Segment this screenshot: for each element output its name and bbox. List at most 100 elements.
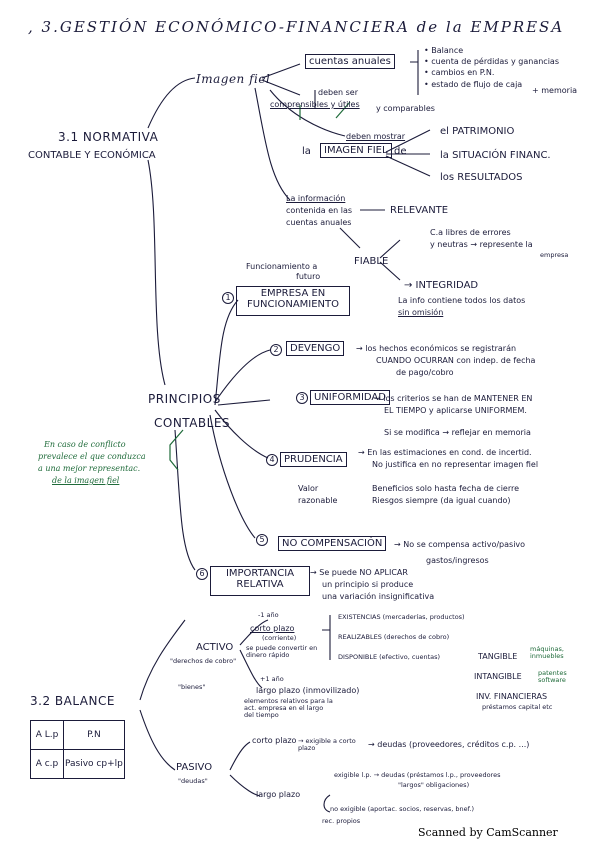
deudas-cp: → deudas (proveedores, créditos c.p. ...… — [368, 740, 530, 749]
scanner-watermark: Scanned by CamScanner — [418, 826, 558, 839]
tangible-label: TANGIBLE — [478, 652, 518, 661]
pasivo-sub: "deudas" — [178, 777, 208, 785]
p4-valor-2: razonable — [298, 496, 338, 505]
corriente-label: (corriente) — [262, 634, 297, 642]
p5-box: NO COMPENSACIÓN — [278, 536, 387, 551]
cell-pn: P.N — [63, 720, 125, 750]
la-label: la — [302, 146, 311, 157]
exigible-lp-2: "largos" obligaciones) — [398, 781, 470, 789]
cuentas-anuales-box: cuentas anuales — [305, 54, 395, 69]
no-exigible: no exigible (aportac. socios, reservas, … — [330, 805, 474, 813]
fiable-neutras: y neutras → represente la — [430, 240, 533, 249]
disponible: DISPONIBLE (efectivo, cuentas) — [338, 653, 441, 661]
corto-plazo-activo: corto plazo — [250, 624, 295, 633]
result-situacion: la SITUACIÓN FINANC. — [440, 150, 551, 161]
fiable-empresa: empresa — [540, 251, 569, 259]
p3-desc-2: EL TIEMPO y aplicarse UNIFORMEM. — [384, 406, 527, 415]
cuentas-item-4: • estado de flujo de caja — [424, 80, 523, 89]
cell-a-cp: A c.p — [30, 749, 64, 779]
deben-mostrar: deben mostrar — [346, 132, 406, 141]
fiable-label: FIABLE — [354, 256, 389, 267]
p2-desc-2: CUANDO OCURRAN con indep. de fecha — [376, 356, 536, 365]
p2-desc-1: → los hechos económicos se registrarán — [356, 344, 517, 353]
p4-valor-1: Valor — [298, 484, 319, 493]
conflicto-3: a una mejor representac. — [38, 464, 141, 473]
p1-note: Funcionamiento a — [246, 262, 318, 271]
p6-number: 6 — [196, 568, 208, 580]
p4-ben-2: Riesgos siempre (da igual cuando) — [372, 496, 511, 505]
p6-desc-1: → Se puede NO APLICAR — [310, 568, 408, 577]
info-line-1: La información — [286, 194, 346, 203]
imagen-fiel-box: IMAGEN FIEL — [320, 143, 392, 158]
inv-sub: préstamos capital etc — [482, 703, 553, 711]
p1-note-2: futuro — [296, 272, 321, 281]
corto-plazo-pasivo: corto plazo — [252, 736, 297, 745]
p2-number: 2 — [270, 344, 282, 356]
realizables: REALIZABLES (derechos de cobro) — [338, 633, 450, 641]
cuentas-item-2: • cuenta de pérdidas y ganancias — [424, 57, 559, 66]
p3-desc-3: Si se modifica → reflejar en memoria — [384, 428, 531, 437]
intangible-label: INTANGIBLE — [474, 672, 522, 681]
p5-desc-1: → No se compensa activo/pasivo — [394, 540, 526, 549]
tangible-note: máquinas, inmuebles — [530, 645, 564, 660]
p3-box: UNIFORMIDAD — [310, 390, 390, 405]
sin-omision: sin omisión — [398, 308, 444, 317]
intangible-note: patentes software — [538, 669, 567, 684]
result-patrimonio: el PATRIMONIO — [440, 126, 515, 137]
section-3-1-title: 3.1 NORMATIVA — [58, 130, 159, 144]
p4-number: 4 — [266, 454, 278, 466]
contables-label: CONTABLES — [154, 416, 231, 430]
section-3-1-subtitle: CONTABLE Y ECONÓMICA — [28, 150, 156, 161]
integridad-label: → INTEGRIDAD — [404, 280, 479, 291]
largo-plazo-activo: largo plazo (inmovilizado) — [256, 686, 360, 695]
balance-title: 3.2 BALANCE — [30, 694, 115, 708]
info-line-2: contenida en las — [286, 206, 353, 215]
rec-propios: rec. propios — [322, 817, 361, 825]
imagen-fiel-label: Imagen fiel — [196, 72, 271, 86]
result-resultados: los RESULTADOS — [440, 172, 523, 183]
menos-1-ano: -1 año — [258, 611, 279, 619]
p4-ben-1: Beneficios solo hasta fecha de cierre — [372, 484, 520, 493]
p6-label-2: RELATIVA — [236, 579, 284, 590]
page-title: , 3.GESTIÓN ECONÓMICO-FINANCIERA de la E… — [28, 18, 565, 36]
comparables: y comparables — [376, 104, 435, 113]
cuentas-item-1: • Balance — [424, 46, 464, 55]
p1-label-1: EMPRESA EN — [260, 288, 326, 299]
p4-desc-2: No justifica en no representar imagen fi… — [372, 460, 539, 469]
bienes-label: "bienes" — [178, 683, 206, 691]
inv-financieras: INV. FINANCIERAS — [476, 692, 548, 701]
conflicto-1: En caso de conflicto — [44, 440, 126, 449]
p3-number: 3 — [296, 392, 308, 404]
exigible-lp: exigible l.p. → deudas (préstamos l.p., … — [334, 771, 501, 779]
de-label: de — [394, 146, 407, 157]
conflicto-2: prevalece el que conduzca — [38, 452, 146, 461]
p1-number: 1 — [222, 292, 234, 304]
principios-label: PRINCIPIOS — [148, 392, 221, 406]
activo-label: ACTIVO — [196, 642, 234, 653]
p6-desc-2: un principio si produce — [322, 580, 414, 589]
p5-desc-2: gastos/ingresos — [426, 556, 489, 565]
info-line-3: cuentas anuales — [286, 218, 352, 227]
p4-box: PRUDENCIA — [280, 452, 347, 467]
cuentas-item-3: • cambios en P.N. — [424, 68, 495, 77]
cell-pasivo: Pasivo cp+lp — [63, 749, 125, 779]
mas-1-ano: +1 año — [260, 675, 284, 683]
conflicto-4: de la imagen fiel — [52, 476, 120, 485]
fiable-ca: C.a libres de errores — [430, 228, 511, 237]
p2-desc-3: de pago/cobro — [396, 368, 454, 377]
relevante-label: RELEVANTE — [390, 205, 449, 216]
p2-box: DEVENGO — [286, 341, 345, 356]
p1-box: EMPRESA EN FUNCIONAMIENTO — [236, 286, 350, 316]
cp-desc: se puede convertir en dinero rápido — [246, 644, 318, 659]
comprensibles: comprensibles y útiles — [270, 100, 360, 109]
existencias: EXISTENCIAS (mercaderías, productos) — [338, 613, 465, 621]
largo-plazo-pasivo: largo plazo — [256, 790, 301, 799]
p5-number: 5 — [256, 534, 268, 546]
p3-desc-1: → los criterios se han de MANTENER EN — [374, 394, 533, 403]
p1-label-2: FUNCIONAMIENTO — [246, 299, 340, 310]
pasivo-label: PASIVO — [176, 762, 213, 773]
cell-a-lp: A L.p — [30, 720, 64, 750]
deben-ser: deben ser — [318, 88, 358, 97]
p6-label-1: IMPORTANCIA — [225, 568, 295, 579]
